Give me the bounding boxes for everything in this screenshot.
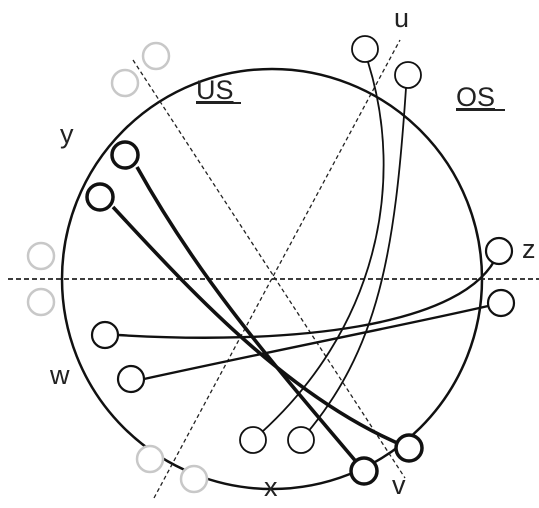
faded-peg <box>110 68 140 98</box>
peg-w2 <box>116 364 146 394</box>
label-w: w <box>49 360 70 390</box>
dashed-axis-diag-right <box>153 39 401 499</box>
peg-v2 <box>394 433 424 463</box>
faded-peg <box>141 41 171 71</box>
peg-u2 <box>394 61 422 89</box>
peg-w1 <box>90 320 120 350</box>
peg-x1 <box>239 426 267 454</box>
faded-peg <box>26 241 56 271</box>
strand-w1-z1 <box>117 250 501 339</box>
strand-w2-z2 <box>143 301 502 381</box>
label-os: OS <box>456 82 495 112</box>
peg-z1 <box>484 236 514 266</box>
strand-u1-x <box>252 61 385 441</box>
peg-z2 <box>486 288 516 318</box>
label-y: y <box>60 119 74 149</box>
strand-y2-v2 <box>111 205 410 450</box>
peg-y2 <box>85 182 115 212</box>
faded-pegs <box>26 41 209 494</box>
label-us: US <box>196 75 234 105</box>
label-u: u <box>394 3 409 33</box>
strand-y1-v1 <box>135 166 366 473</box>
peg-v1 <box>349 456 379 486</box>
faded-peg <box>26 287 56 317</box>
label-z: z <box>522 234 536 264</box>
label-v: v <box>392 470 406 500</box>
peg-y1 <box>110 140 140 170</box>
dashed-axis-diag-left <box>132 59 406 479</box>
strand-u2-x <box>300 87 407 441</box>
label-x: x <box>264 472 278 502</box>
peg-u1 <box>351 35 379 63</box>
faded-peg <box>179 464 209 494</box>
faded-peg <box>135 444 165 474</box>
peg-x2 <box>287 426 315 454</box>
